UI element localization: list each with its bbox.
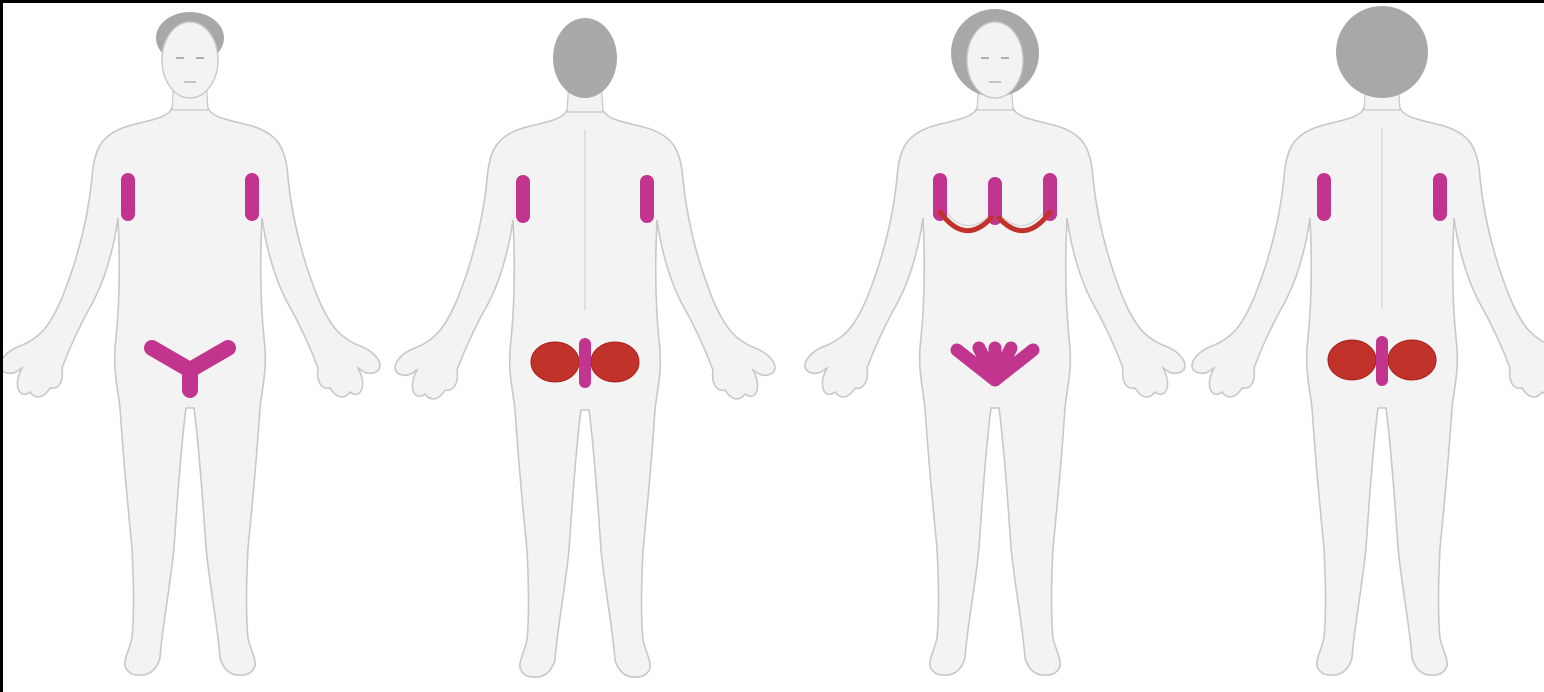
marker-female-back-buttocks (1328, 340, 1436, 380)
face-shape (162, 22, 218, 98)
right-buttock-marker (1388, 340, 1436, 380)
right-buttock-marker (591, 342, 639, 382)
left-buttock-marker (1328, 340, 1376, 380)
frame-border-top (0, 0, 1544, 3)
face-shape (967, 22, 1023, 98)
male-body-front-icon (0, 12, 380, 675)
frame-border-left (0, 0, 3, 692)
left-buttock-marker (531, 342, 579, 382)
hair-shape (1336, 6, 1428, 98)
back-of-head (553, 18, 617, 98)
marker-male-back-buttocks (531, 342, 639, 382)
female-body-back-icon (1192, 6, 1544, 675)
body-silhouette (1192, 78, 1544, 675)
